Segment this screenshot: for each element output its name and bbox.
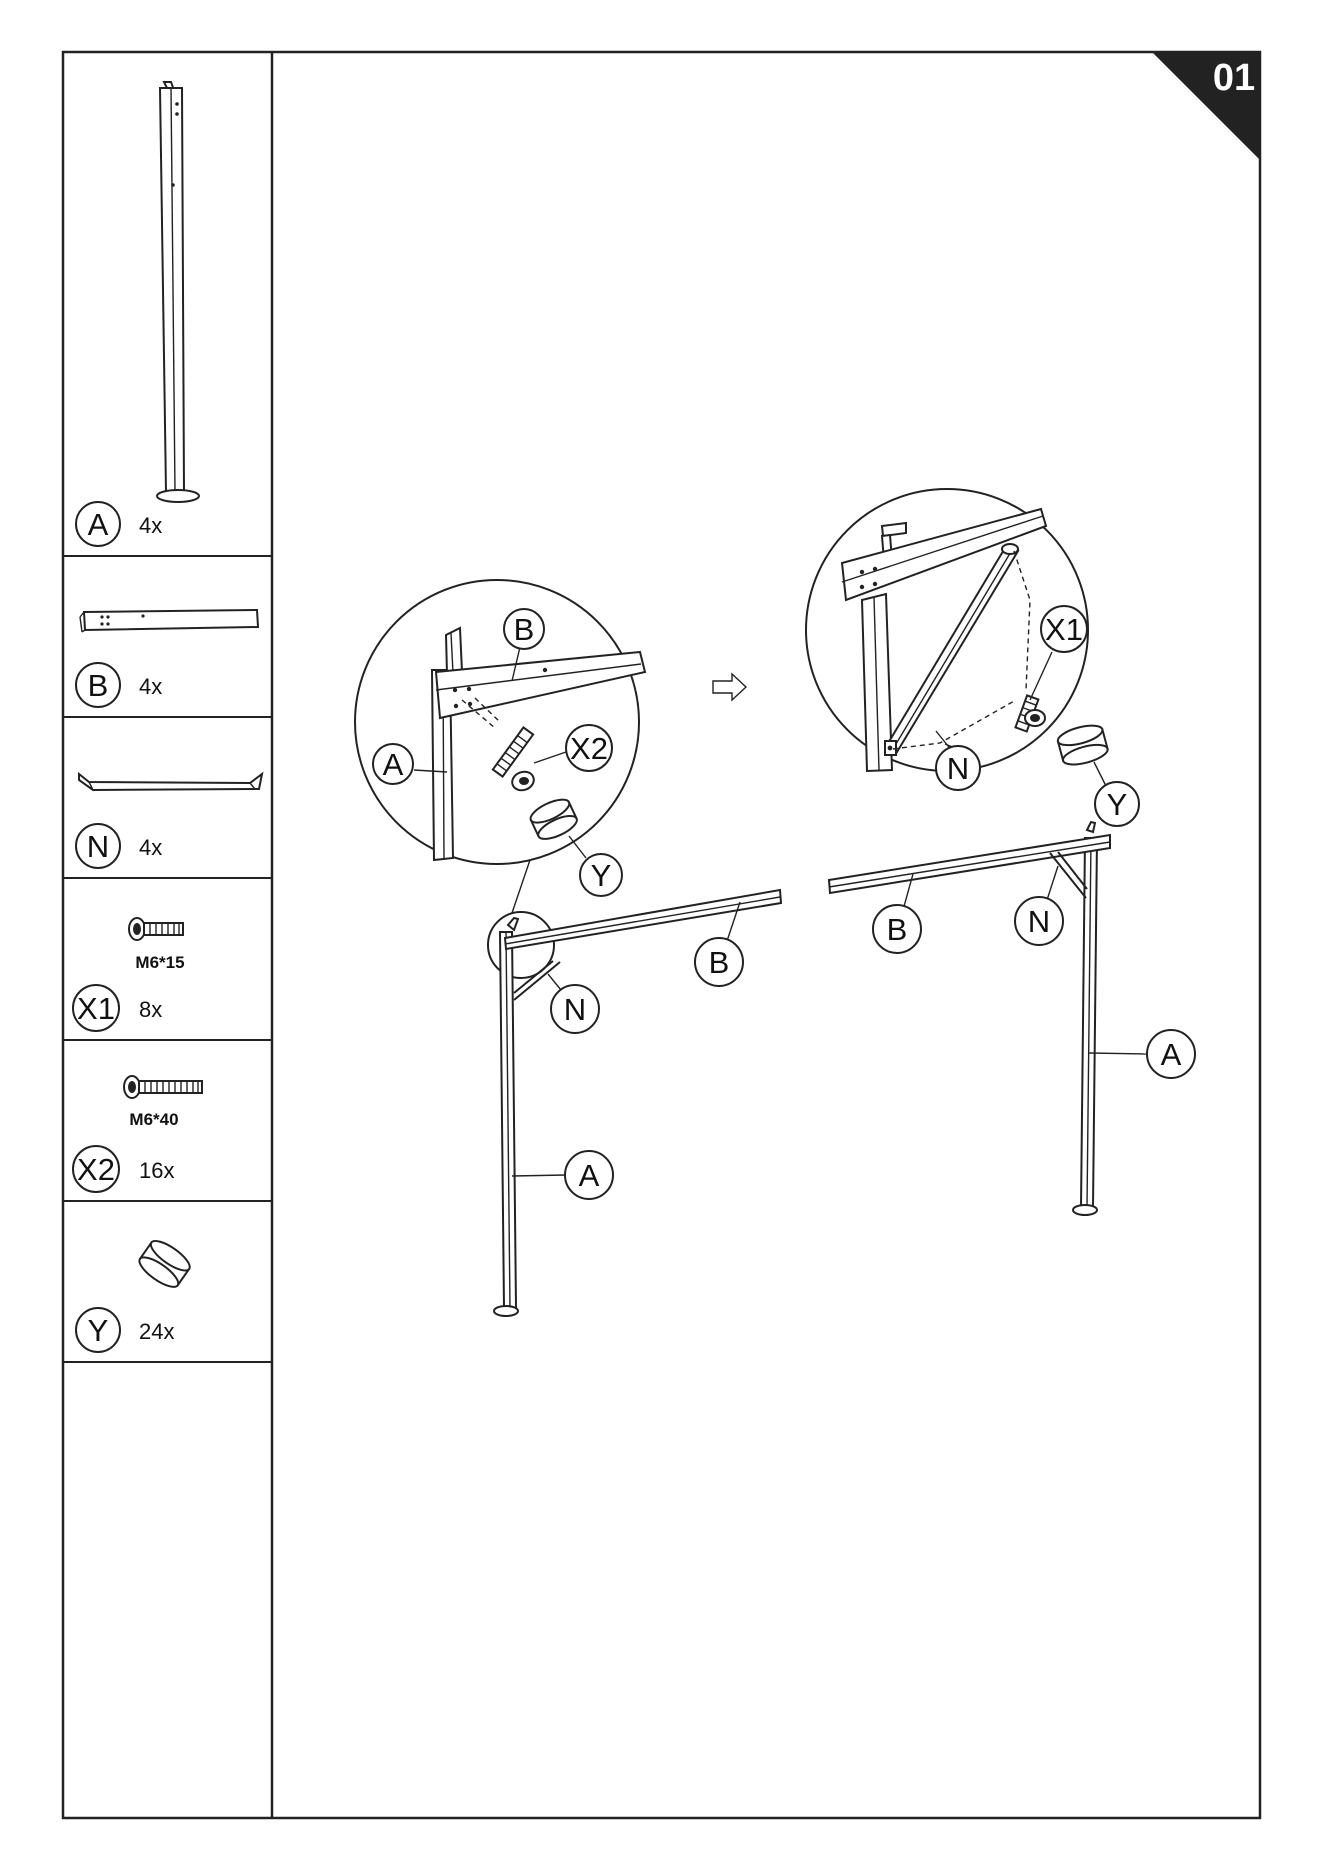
brace-icon bbox=[79, 774, 262, 790]
svg-text:X2: X2 bbox=[570, 731, 608, 766]
left-detail-view bbox=[355, 580, 645, 864]
svg-text:N: N bbox=[947, 751, 969, 786]
svg-text:B: B bbox=[514, 612, 535, 647]
short-bolt-icon bbox=[129, 918, 183, 940]
svg-text:B: B bbox=[709, 945, 730, 980]
part-a-row: A 4x bbox=[76, 82, 199, 546]
part-label: A bbox=[88, 507, 109, 542]
step-number: 01 bbox=[1213, 57, 1255, 99]
foot-cap-icon bbox=[135, 1236, 193, 1292]
beam-icon bbox=[80, 610, 258, 632]
callout-a-right-frame: A bbox=[1089, 1030, 1195, 1078]
svg-text:A: A bbox=[1161, 1037, 1182, 1072]
step-badge: 01 bbox=[1152, 52, 1260, 160]
callout-y-right-detail: Y bbox=[1094, 762, 1139, 826]
part-label: X2 bbox=[77, 1152, 115, 1187]
detail-leader bbox=[512, 860, 530, 913]
part-label: X1 bbox=[77, 991, 115, 1026]
part-y-row: Y 24x bbox=[76, 1236, 194, 1352]
long-bolt-icon bbox=[124, 1076, 202, 1098]
callout-x1-right-detail: X1 bbox=[1030, 606, 1087, 700]
svg-text:A: A bbox=[383, 747, 404, 782]
part-quantity: 24x bbox=[139, 1319, 174, 1344]
callout-n-right-frame: N bbox=[1015, 866, 1063, 945]
part-label: B bbox=[88, 668, 109, 703]
page-frame bbox=[63, 52, 1260, 1818]
callout-a-left-frame: A bbox=[512, 1151, 613, 1199]
part-spec: M6*15 bbox=[135, 953, 184, 972]
part-label: Y bbox=[88, 1313, 109, 1348]
next-arrow-icon bbox=[713, 674, 746, 700]
callout-y-left-detail: Y bbox=[569, 836, 622, 896]
part-x2-row: M6*40 X2 16x bbox=[73, 1076, 202, 1192]
part-b-row: B 4x bbox=[76, 610, 258, 707]
svg-text:Y: Y bbox=[591, 858, 612, 893]
post-icon bbox=[157, 82, 199, 502]
part-n-row: N 4x bbox=[76, 774, 262, 868]
svg-text:X1: X1 bbox=[1045, 612, 1083, 647]
svg-text:Y: Y bbox=[1107, 787, 1128, 822]
part-quantity: 4x bbox=[139, 513, 162, 538]
part-spec: M6*40 bbox=[129, 1110, 178, 1129]
callout-x2-left-detail: X2 bbox=[534, 725, 612, 771]
part-quantity: 4x bbox=[139, 674, 162, 699]
part-quantity: 16x bbox=[139, 1158, 174, 1183]
part-quantity: 8x bbox=[139, 997, 162, 1022]
svg-text:N: N bbox=[1028, 904, 1050, 939]
callout-n-left-frame: N bbox=[548, 974, 599, 1033]
callout-n-right-detail: N bbox=[936, 731, 980, 790]
svg-text:A: A bbox=[579, 1158, 600, 1193]
right-frame-drawing bbox=[829, 822, 1110, 1215]
svg-text:B: B bbox=[887, 912, 908, 947]
part-quantity: 4x bbox=[139, 835, 162, 860]
part-x1-row: M6*15 X1 8x bbox=[73, 918, 185, 1031]
part-label: N bbox=[87, 829, 109, 864]
svg-text:N: N bbox=[564, 992, 586, 1027]
